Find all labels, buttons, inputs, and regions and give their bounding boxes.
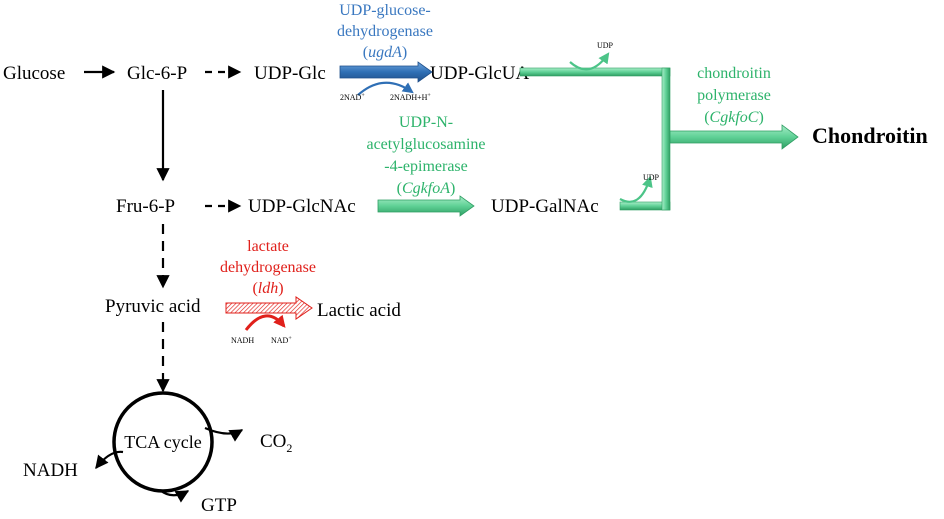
arrow-tca-to-gtp [159,489,190,503]
ldh-cofactor-nad: NAD+ [271,336,292,345]
svg-text:-4-epimerase: -4-epimerase [384,158,468,175]
node-pyruvic-acid: Pyruvic acid [105,296,201,317]
node-gtp: GTP [201,495,237,516]
svg-text:UDP-N-: UDP-N- [399,114,453,131]
ldh-cofactor-nadh: NADH [231,336,254,345]
svg-text:(ugdA): (ugdA) [363,44,407,61]
node-udp-glcua: UDP-GlcUA [430,63,529,84]
ldh-reaction-arrow [225,296,313,320]
cgkfoc-top-branch [519,67,671,77]
svg-text:dehydrogenase: dehydrogenase [220,259,316,276]
svg-text:dehydrogenase: dehydrogenase [337,23,433,40]
cgkfoc-vertical-join [661,67,671,211]
enzyme-label-cgkfoa: UDP-N- acetylglucosamine -4-epimerase (C… [366,114,485,197]
enzyme-label-ldh: lactate dehydrogenase (ldh) [220,238,316,297]
tca-cycle-label: TCA cycle [124,432,201,452]
ugda-cofactor-nadh: 2NADH+H+ [390,93,431,102]
node-udp-glcnac: UDP-GlcNAc [248,196,356,217]
enzyme-label-ugda: UDP-glucose- dehydrogenase (ugdA) [337,2,433,61]
cgkfoa-reaction-arrow [377,195,475,217]
udp-label-bottom: UDP [643,173,660,182]
svg-text:(CgkfoA): (CgkfoA) [397,180,456,197]
arrow-tca-to-nadh [95,450,124,470]
node-glucose: Glucose [3,63,65,84]
ugda-cofactor-nad: 2NAD+ [340,93,365,102]
svg-text:polymerase: polymerase [697,87,771,104]
ugda-reaction-arrow [339,61,433,83]
ugda-cofactor-arc [357,81,414,96]
node-co2: CO2 [260,431,292,455]
ldh-cofactor-arc [244,314,286,331]
svg-text:(ldh): (ldh) [252,280,283,297]
svg-text:(CgkfoC): (CgkfoC) [704,109,764,126]
node-nadh: NADH [23,460,78,481]
svg-text:UDP-glucose-: UDP-glucose- [339,2,431,19]
svg-text:lactate: lactate [247,238,289,255]
udp-label-top: UDP [597,41,614,50]
node-lactic-acid: Lactic acid [317,300,401,321]
node-udp-glc: UDP-Glc [254,63,326,84]
udp-release-arc-bottom [619,175,653,203]
svg-text:chondroitin: chondroitin [697,65,771,82]
enzyme-label-cgkfoc: chondroitin polymerase (CgkfoC) [697,65,771,126]
node-fru6p: Fru-6-P [116,196,175,217]
node-udp-galnac: UDP-GalNAc [491,196,599,217]
arrow-tca-to-co2 [204,426,244,442]
cgkfoc-reaction-arrow [669,124,799,150]
node-chondroitin: Chondroitin [812,123,928,148]
svg-text:acetylglucosamine: acetylglucosamine [366,136,485,153]
node-glc6p: Glc-6-P [127,63,187,84]
udp-release-arc-top [569,52,610,71]
